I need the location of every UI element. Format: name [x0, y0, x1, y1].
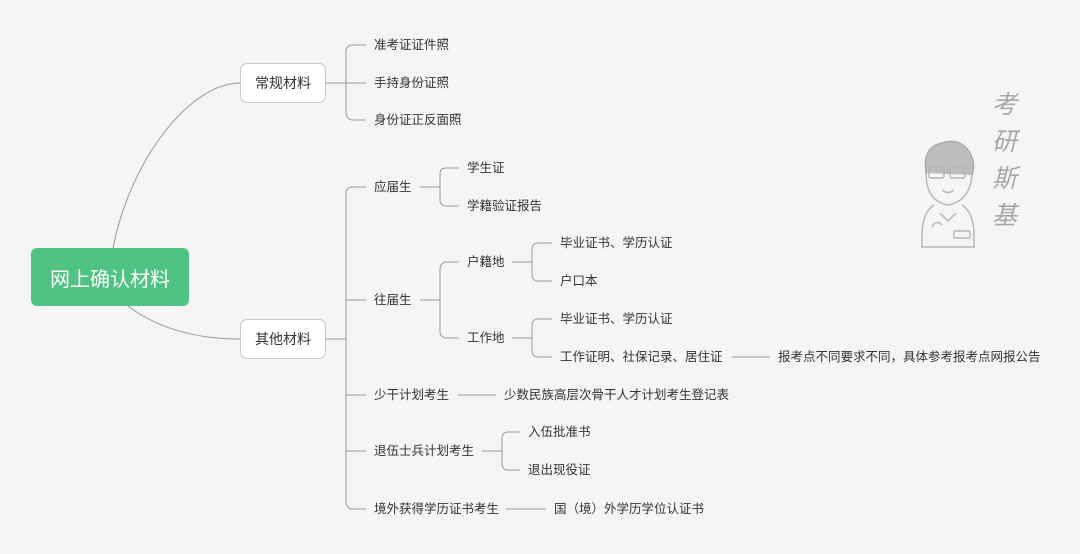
- leaf-student-id[interactable]: 学生证: [467, 160, 505, 175]
- leaf-enlistment-approval[interactable]: 入伍批准书: [528, 424, 591, 439]
- watermark-char-2: 研: [992, 127, 1018, 156]
- watermark-char-4: 基: [992, 201, 1018, 230]
- leaf-diploma-cert-work[interactable]: 毕业证书、学历认证: [560, 311, 673, 326]
- leaf-household-register[interactable]: 户口本: [560, 273, 598, 288]
- branch-regular-materials[interactable]: 常规材料: [240, 63, 326, 103]
- node-past-graduates[interactable]: 往届生: [374, 292, 412, 307]
- leaf-overseas-degree-cert[interactable]: 国（境）外学历学位认证书: [554, 501, 705, 516]
- leaf-handheld-id-photo[interactable]: 手持身份证照: [374, 75, 450, 90]
- leaf-work-proof[interactable]: 工作证明、社保记录、居住证: [560, 349, 723, 364]
- node-overseas-degree[interactable]: 境外获得学历证书考生: [374, 501, 500, 516]
- leaf-discharge-cert[interactable]: 退出现役证: [528, 462, 591, 477]
- connector-root-regular: [112, 82, 241, 249]
- leaf-diploma-cert[interactable]: 毕业证书、学历认证: [560, 235, 673, 250]
- node-veteran-plan[interactable]: 退伍士兵计划考生: [374, 443, 475, 458]
- leaf-id-front-back-photo[interactable]: 身份证正反面照: [374, 112, 462, 127]
- node-work-location[interactable]: 工作地: [467, 330, 505, 345]
- leaf-admission-photo[interactable]: 准考证证件照: [374, 37, 450, 52]
- connector-root-other: [127, 305, 241, 340]
- leaf-enrollment-report[interactable]: 学籍验证报告: [467, 198, 543, 213]
- node-minority-plan[interactable]: 少干计划考生: [374, 387, 450, 402]
- branch-other-materials[interactable]: 其他材料: [240, 319, 326, 359]
- leaf-note-requirements[interactable]: 报考点不同要求不同，具体参考报考点网报公告: [778, 349, 1041, 364]
- node-hukou-location[interactable]: 户籍地: [467, 254, 505, 269]
- node-fresh-graduates[interactable]: 应届生: [374, 179, 412, 194]
- root-node[interactable]: 网上确认材料: [31, 248, 189, 306]
- leaf-minority-registration-form[interactable]: 少数民族高层次骨干人才计划考生登记表: [504, 387, 730, 402]
- cartoon-avatar-icon: [921, 140, 975, 248]
- watermark-logo: 考 研 斯 基: [912, 90, 1032, 248]
- watermark-char-3: 斯: [992, 164, 1018, 193]
- watermark-char-1: 考: [992, 90, 1018, 119]
